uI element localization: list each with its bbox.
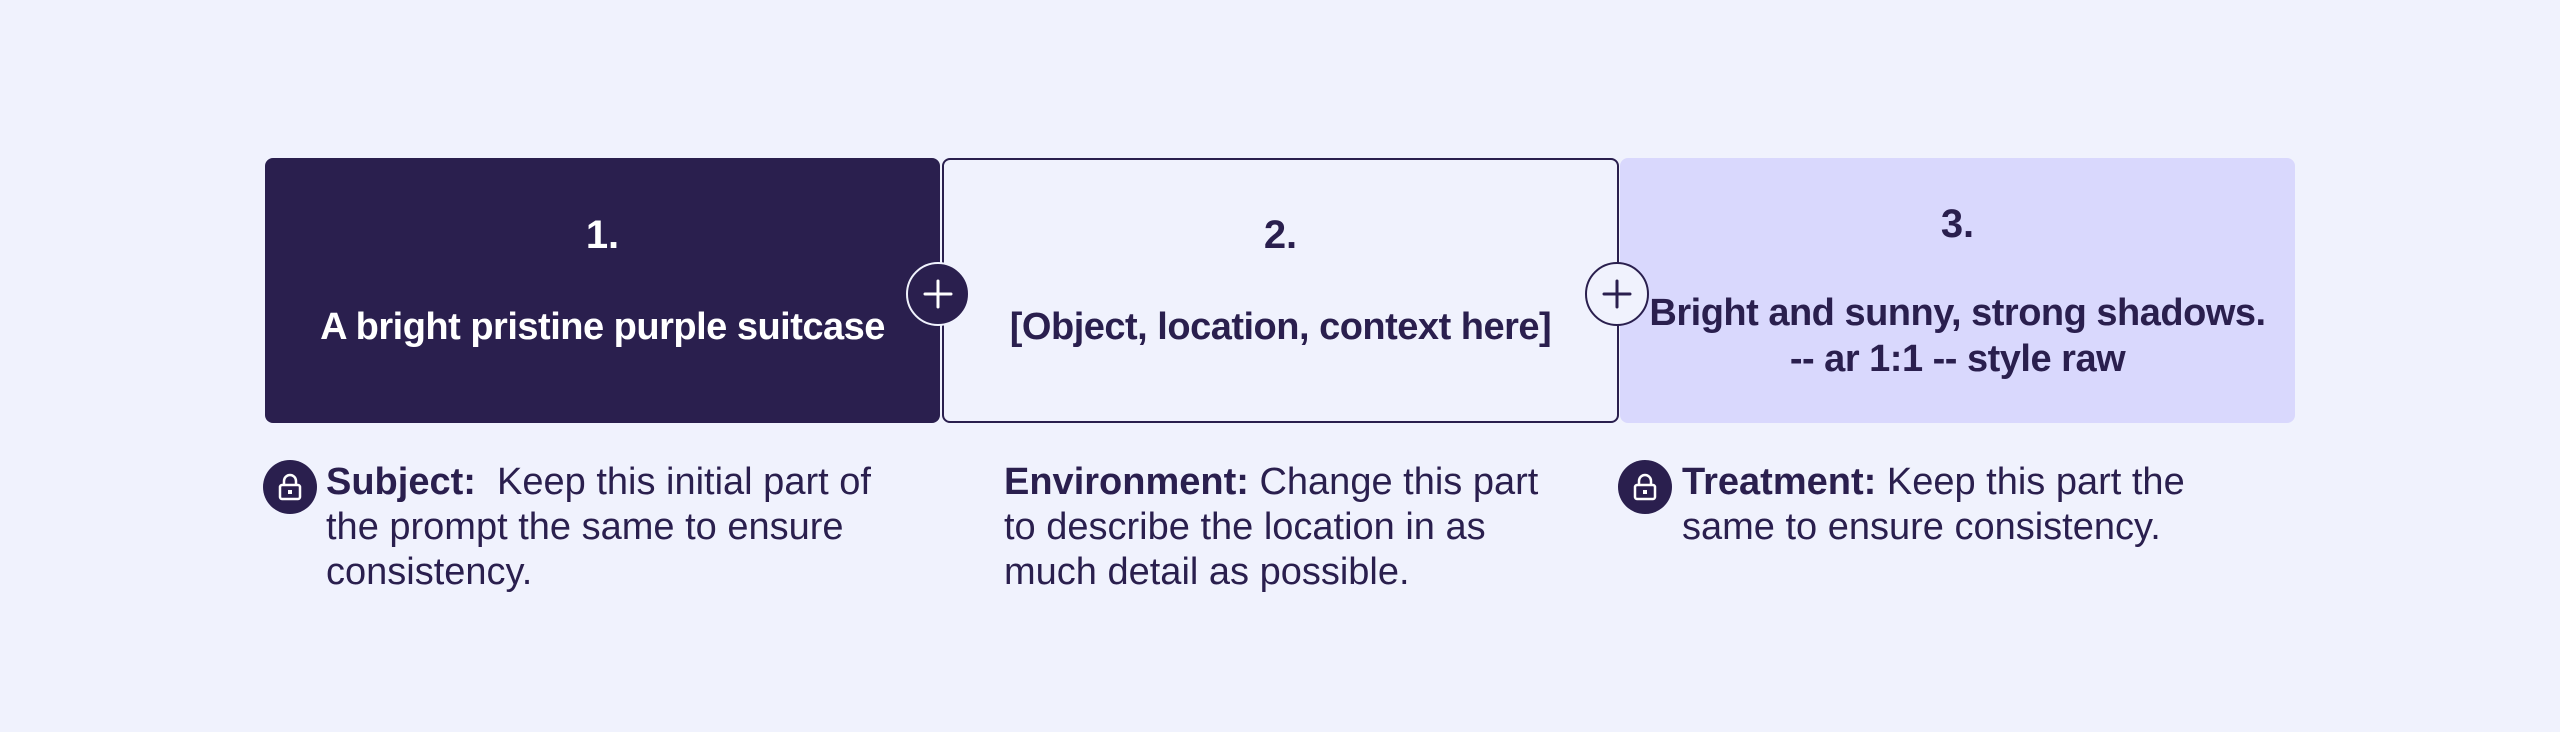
- treatment-box: 3. Bright and sunny, strong shadows. -- …: [1620, 158, 2295, 423]
- environment-box: 2. [Object, location, context here]: [942, 158, 1619, 423]
- subject-label: Subject:: [326, 461, 476, 503]
- lock-icon: [1618, 460, 1672, 514]
- subject-description-text: Keep this initial part of the prompt the…: [326, 461, 871, 593]
- subject-description: Subject: Keep this initial part of the p…: [326, 460, 926, 595]
- step-number-3: 3.: [1940, 202, 1975, 246]
- treatment-text-line-1: Bright and sunny, strong shadows.: [1649, 292, 2266, 334]
- treatment-text-line-2: -- ar 1:1 -- style raw: [1789, 338, 2126, 380]
- treatment-text: Bright and sunny, strong shadows. -- ar …: [1649, 290, 2266, 382]
- step-number-2: 2.: [1263, 213, 1298, 257]
- step-number-1: 1.: [585, 213, 620, 257]
- treatment-description: Treatment: Keep this part the same to en…: [1682, 460, 2282, 550]
- treatment-label: Treatment:: [1682, 461, 1877, 503]
- treatment-description-text: Keep this part the same to ensure consis…: [1682, 461, 2185, 548]
- subject-text: A bright pristine purple suitcase: [320, 306, 885, 348]
- lock-icon: [263, 460, 317, 514]
- subject-box: 1. A bright pristine purple suitcase: [265, 158, 940, 423]
- plus-icon: [906, 262, 970, 326]
- environment-label: Environment:: [1004, 461, 1249, 503]
- environment-description: Environment: Change this part to describ…: [1004, 460, 1564, 595]
- plus-icon: [1585, 262, 1649, 326]
- environment-text: [Object, location, context here]: [1009, 306, 1552, 348]
- prompt-formula-diagram: 1. A bright pristine purple suitcase 2. …: [265, 158, 2295, 423]
- environment-description-text: Change this part to describe the locatio…: [1004, 461, 1539, 593]
